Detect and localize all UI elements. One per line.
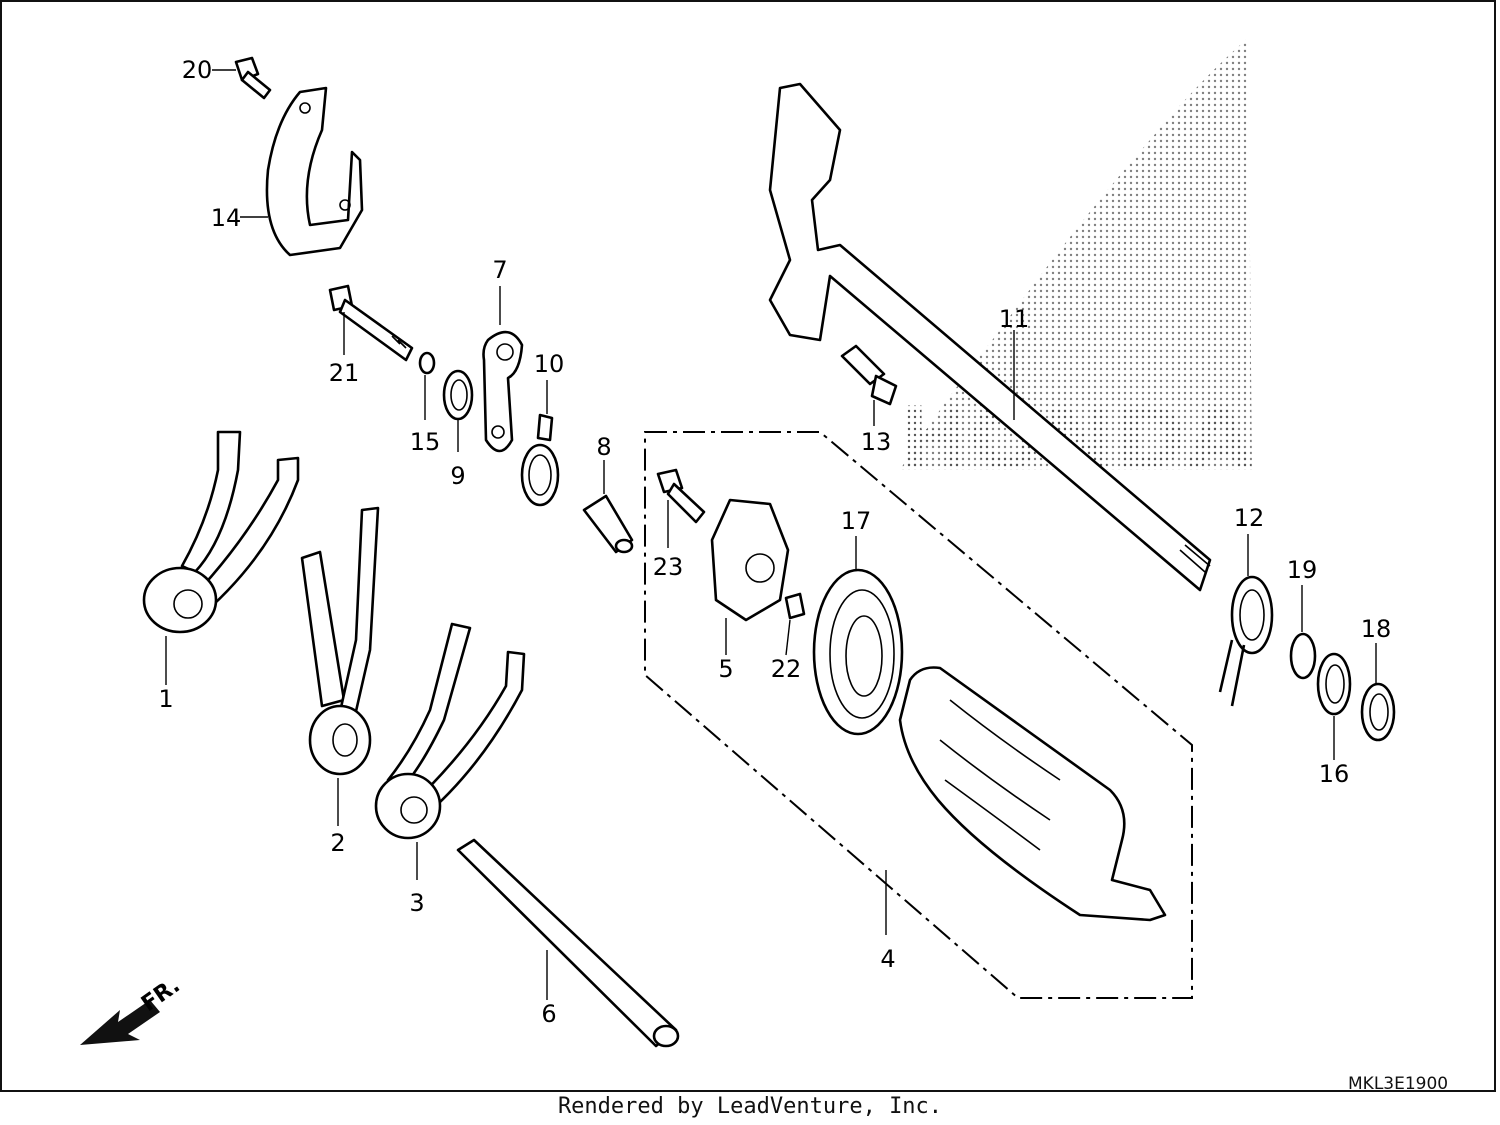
front-direction-arrow-icon: FR. xyxy=(80,973,185,1045)
callout-18: 18 xyxy=(1361,615,1392,643)
callout-11: 11 xyxy=(999,305,1030,333)
footer-credit: Rendered by LeadVenture, Inc. xyxy=(557,1094,943,1119)
callout-2: 2 xyxy=(330,829,345,857)
callout-15: 15 xyxy=(410,428,441,456)
honda-wing-watermark xyxy=(900,38,1252,470)
callout-5: 5 xyxy=(718,655,733,683)
callout-20: 20 xyxy=(182,56,213,84)
circlip-19 xyxy=(1289,632,1317,680)
seal-18 xyxy=(1360,682,1396,742)
fork-shaft-6 xyxy=(456,838,680,1048)
bolt-23 xyxy=(656,468,706,524)
exploded-parts-diagram: HONDA xyxy=(80,38,1396,1048)
callout-22: 22 xyxy=(771,655,802,683)
callout-7: 7 xyxy=(492,256,507,284)
pin-8 xyxy=(582,494,634,554)
diagram-code: MKL3E1900 xyxy=(1348,1074,1449,1094)
bearing-17 xyxy=(812,568,904,736)
shift-fork-1 xyxy=(142,430,300,634)
washer-16 xyxy=(1316,652,1352,716)
collar-9 xyxy=(442,369,474,421)
assembly-4-boundary xyxy=(644,431,1193,999)
callout-19: 19 xyxy=(1287,556,1318,584)
callout-14: 14 xyxy=(211,204,242,232)
shift-fork-3 xyxy=(374,622,526,840)
bolt-20 xyxy=(234,56,272,100)
callout-6: 6 xyxy=(541,1000,556,1028)
return-spring-12 xyxy=(1218,575,1274,707)
washer-15 xyxy=(418,351,436,375)
callout-1: 1 xyxy=(158,685,173,713)
callout-13: 13 xyxy=(861,428,892,456)
callout-10: 10 xyxy=(534,350,565,378)
callout-4: 4 xyxy=(880,945,895,973)
drum-center-5 xyxy=(710,498,790,622)
pin-bolt-13 xyxy=(840,344,898,406)
dowel-pin-22 xyxy=(784,592,806,620)
bolt-21 xyxy=(328,284,414,362)
callout-3: 3 xyxy=(409,889,424,917)
callout-12: 12 xyxy=(1234,504,1265,532)
callout-8: 8 xyxy=(596,433,611,461)
callout-labels: 1 2 3 4 5 6 7 8 9 10 11 12 13 14 15 16 1… xyxy=(158,56,1391,1028)
callout-9: 9 xyxy=(450,462,465,490)
shift-spindle-11 xyxy=(768,82,1212,592)
spring-10 xyxy=(520,413,560,507)
callout-17: 17 xyxy=(841,507,872,535)
shift-drum-4 xyxy=(898,666,1167,922)
callout-23: 23 xyxy=(653,553,684,581)
callout-21: 21 xyxy=(329,359,360,387)
guide-plate-14 xyxy=(265,86,364,257)
stopper-arm-7 xyxy=(482,330,524,453)
shift-fork-2 xyxy=(300,506,380,776)
callout-16: 16 xyxy=(1319,760,1350,788)
leader-lines xyxy=(165,69,1377,1000)
